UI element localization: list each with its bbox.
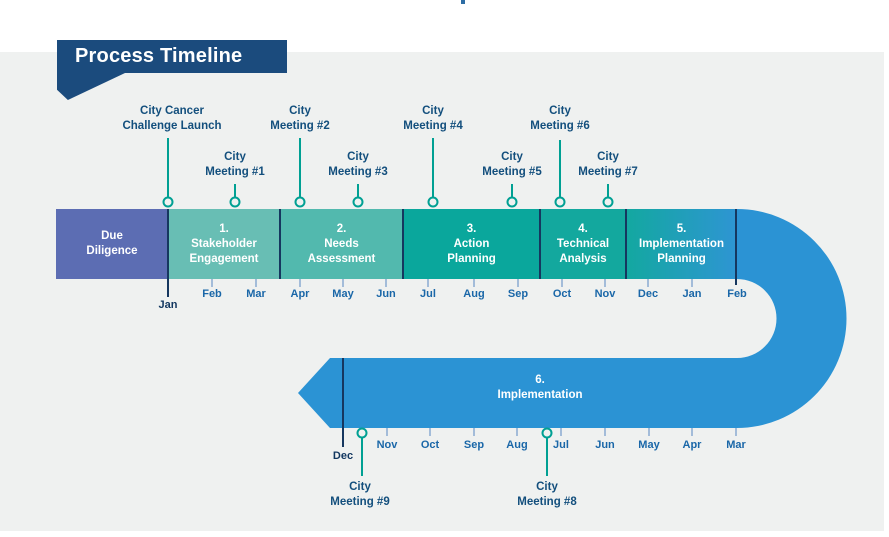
month-label: Oct	[552, 288, 572, 300]
month-label: Apr	[290, 288, 310, 300]
month-label: Jun	[376, 288, 396, 300]
meeting-label-1: City Meeting #1	[205, 151, 265, 178]
tick-feb	[211, 279, 213, 287]
marker-dot	[554, 196, 566, 208]
tick-apr-b	[691, 428, 693, 436]
meeting-label-2: City Meeting #2	[270, 105, 330, 132]
month-label: Apr	[682, 439, 702, 451]
tick-sep-b	[473, 428, 475, 436]
month-label: Mar	[246, 288, 266, 300]
marker-dot	[229, 196, 241, 208]
meeting-label-7: City Meeting #7	[578, 151, 638, 178]
dec-year-line	[342, 358, 344, 447]
marker-dot	[602, 196, 614, 208]
tick-oct	[561, 279, 563, 287]
month-label: Jul	[553, 439, 569, 451]
feb-end-line	[735, 209, 737, 285]
implementation-arrow-bar	[298, 358, 738, 428]
month-label: May	[638, 439, 660, 451]
month-label: Nov	[376, 439, 398, 451]
tick-dec	[647, 279, 649, 287]
marker-stem	[607, 184, 609, 197]
phase-3-action-planning: 3. Action Planning	[403, 209, 540, 279]
divider-phase-1-2	[279, 209, 281, 279]
month-label: May	[332, 288, 354, 300]
phase-2-needs-assessment: 2. Needs Assessment	[280, 209, 403, 279]
month-label: Dec	[637, 288, 659, 300]
month-label: Jul	[420, 288, 436, 300]
marker-stem	[167, 138, 169, 197]
month-label: Jan	[682, 288, 702, 300]
month-label: Aug	[506, 439, 528, 451]
divider-jan-year-line	[167, 209, 169, 297]
phase-4-technical-analysis: 4. Technical Analysis	[540, 209, 626, 279]
marker-stem	[234, 184, 236, 197]
month-label: Dec	[332, 450, 354, 462]
marker-dot	[541, 427, 553, 439]
marker-dot	[162, 196, 174, 208]
tick-nov	[604, 279, 606, 287]
marker-dot	[352, 196, 364, 208]
divider-phase-4-5	[625, 209, 627, 279]
marker-stem	[511, 184, 513, 197]
month-label: Jan	[158, 299, 178, 311]
tick-jun	[385, 279, 387, 287]
month-label: Sep	[507, 288, 529, 300]
slide-background	[0, 52, 889, 531]
title-banner: Process Timeline	[57, 40, 287, 73]
marker-dot	[427, 196, 439, 208]
tick-jul	[427, 279, 429, 287]
marker-dot	[506, 196, 518, 208]
tick-oct-b	[429, 428, 431, 436]
tick-sep	[517, 279, 519, 287]
marker-stem	[432, 138, 434, 197]
marker-stem	[357, 184, 359, 197]
meeting-label-9: City Meeting #9	[330, 481, 390, 508]
marker-stem	[559, 140, 561, 197]
month-label: Oct	[420, 439, 440, 451]
month-label: Sep	[463, 439, 485, 451]
month-label: Feb	[727, 288, 747, 300]
month-label: Jun	[595, 439, 615, 451]
tick-may	[342, 279, 344, 287]
marker-stem	[299, 138, 301, 197]
phase-due-diligence: Due Diligence	[56, 209, 168, 279]
divider-phase-3-4	[539, 209, 541, 279]
tick-jan2	[691, 279, 693, 287]
divider-phase-2-3	[402, 209, 404, 279]
page-title: Process Timeline	[75, 45, 243, 67]
tick-mar-b	[735, 428, 737, 436]
tick-jun-b	[604, 428, 606, 436]
meeting-label-5: City Meeting #5	[482, 151, 542, 178]
marker-dot	[294, 196, 306, 208]
meeting-label-8: City Meeting #8	[517, 481, 577, 508]
tick-aug-b	[516, 428, 518, 436]
meeting-label-4: City Meeting #4	[403, 105, 463, 132]
marker-stem	[361, 438, 363, 476]
month-label: Mar	[726, 439, 746, 451]
month-label: Aug	[463, 288, 485, 300]
meeting-label-launch: City Cancer Challenge Launch	[122, 105, 222, 132]
month-label: Nov	[594, 288, 616, 300]
cropped-text-artifact	[461, 0, 465, 4]
tick-aug	[473, 279, 475, 287]
tick-jul-b	[560, 428, 562, 436]
tick-nov-b	[386, 428, 388, 436]
meeting-label-3: City Meeting #3	[328, 151, 388, 178]
tick-may-b	[648, 428, 650, 436]
meeting-label-6: City Meeting #6	[530, 105, 590, 132]
marker-stem	[546, 438, 548, 476]
tick-apr	[299, 279, 301, 287]
phase-1-stakeholder-engagement: 1. Stakeholder Engagement	[168, 209, 280, 279]
phase-6-implementation: 6. Implementation	[497, 374, 583, 401]
month-label: Feb	[202, 288, 222, 300]
phase-5-implementation-planning: 5. Implementation Planning	[626, 209, 737, 279]
u-turn-curve	[737, 209, 847, 428]
right-margin	[884, 52, 889, 531]
tick-mar	[255, 279, 257, 287]
marker-dot	[356, 427, 368, 439]
